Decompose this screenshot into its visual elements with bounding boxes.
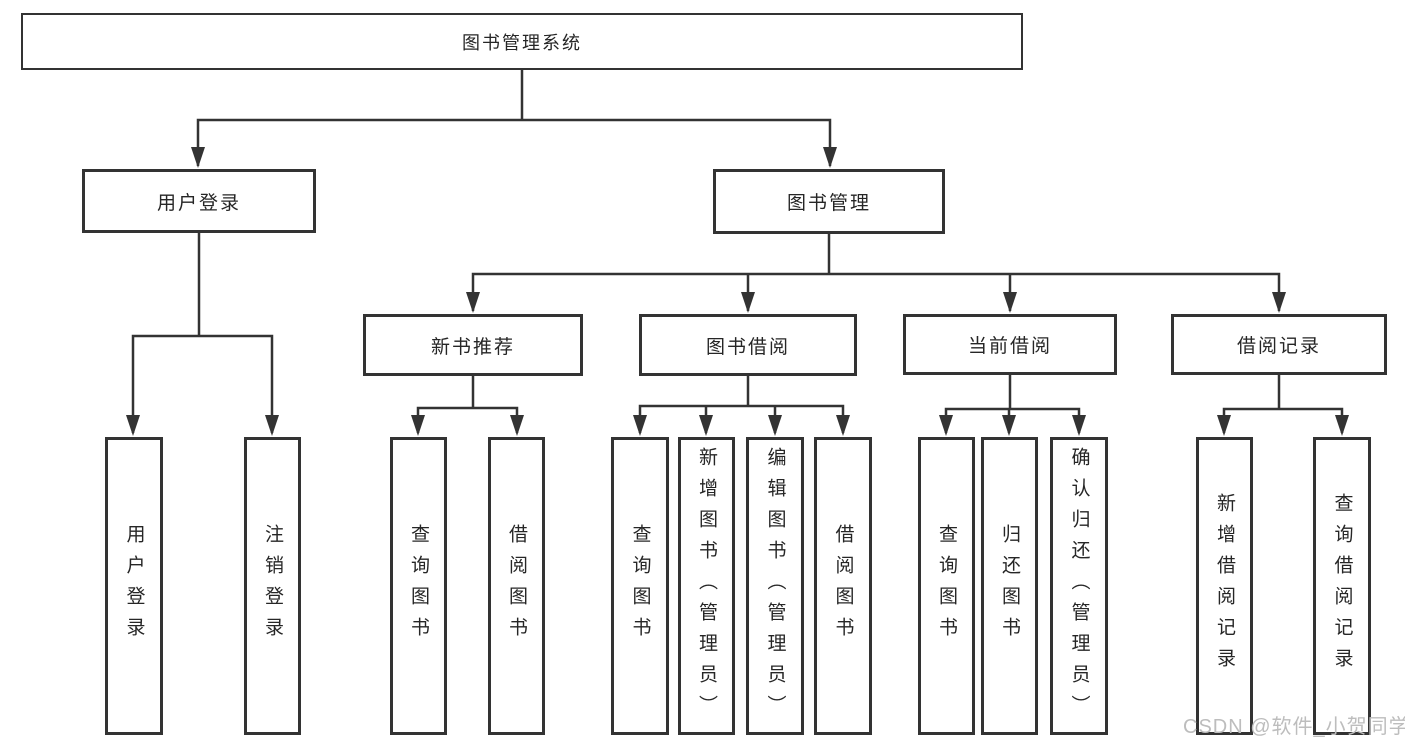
node-add-books-admin: 新增图书（管理员）: [678, 437, 735, 735]
node-library-management-system: 图书管理系统: [21, 13, 1023, 70]
node-user-login: 用户登录: [105, 437, 163, 735]
node-query-books-2: 查询图书: [611, 437, 669, 735]
node-label: 编辑图书（管理员）: [764, 446, 786, 726]
node-label: 新增图书（管理员）: [696, 446, 717, 726]
node-edit-books-admin: 编辑图书（管理员）: [746, 437, 804, 735]
node-confirm-return-admin: 确认归还（管理员）: [1050, 437, 1108, 735]
node-user-login-group: 用户登录: [82, 169, 316, 233]
watermark: CSDN @软件_小贺同学: [1183, 716, 1405, 738]
node-label: 新增借阅记录: [1214, 493, 1235, 679]
node-label: 用户登录: [156, 192, 241, 214]
node-query-books-3: 查询图书: [918, 437, 975, 735]
arrowheads: [126, 147, 1349, 436]
node-current-borrowing: 当前借阅: [903, 314, 1117, 375]
node-label: 查询借阅记录: [1331, 493, 1353, 679]
node-label: 借阅图书: [832, 524, 854, 648]
node-label: 确认归还（管理员）: [1068, 446, 1090, 726]
node-borrow-books-1: 借阅图书: [488, 437, 545, 735]
node-book-management: 图书管理: [713, 169, 945, 234]
node-return-books: 归还图书: [981, 437, 1038, 735]
node-logout: 注销登录: [244, 437, 301, 735]
node-add-borrow-record: 新增借阅记录: [1196, 437, 1253, 735]
node-label: 借阅图书: [506, 524, 527, 648]
node-label: 注销登录: [262, 524, 283, 648]
node-new-book-recommend: 新书推荐: [363, 314, 583, 376]
node-borrowing-records: 借阅记录: [1171, 314, 1387, 375]
node-label: 归还图书: [999, 524, 1020, 648]
node-label: 查询图书: [936, 524, 957, 648]
node-label: 图书管理: [786, 193, 871, 214]
node-book-borrowing: 图书借阅: [639, 314, 857, 376]
node-query-books-1: 查询图书: [390, 437, 447, 735]
node-borrow-books-2: 借阅图书: [814, 437, 872, 735]
node-label: 查询图书: [629, 524, 651, 648]
node-label: 借阅记录: [1236, 336, 1321, 357]
connector-shafts: [131, 70, 1344, 433]
node-label: 新书推荐: [430, 336, 515, 358]
node-label: 图书借阅: [705, 336, 790, 358]
node-label: 当前借阅: [967, 336, 1052, 357]
node-label: 图书管理系统: [462, 32, 582, 53]
node-label: 查询图书: [408, 524, 429, 648]
node-label: 用户登录: [123, 524, 145, 648]
node-query-borrow-record: 查询借阅记录: [1313, 437, 1371, 735]
